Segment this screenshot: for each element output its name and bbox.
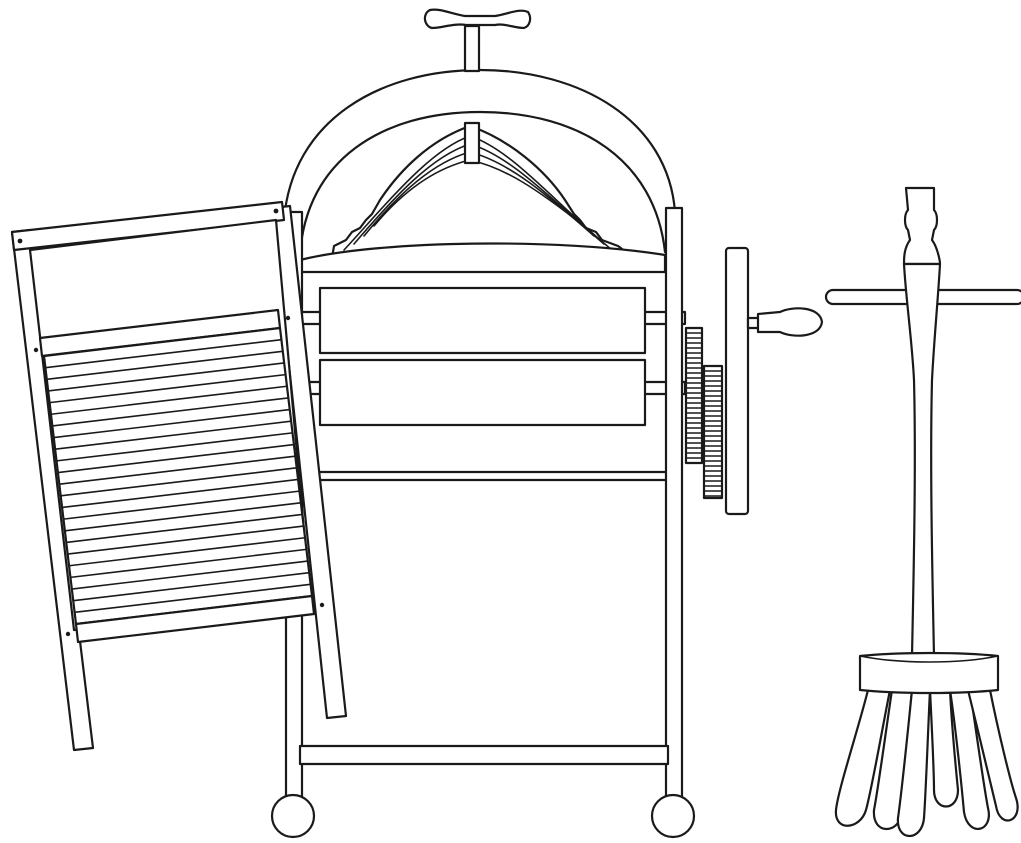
washboard-ridge — [59, 467, 298, 497]
washboard-ridge — [73, 583, 312, 614]
roller-bottom — [318, 358, 647, 427]
washboard-leg-right — [270, 204, 348, 720]
washboard-ridge — [44, 338, 283, 369]
washboard-ridge — [58, 455, 297, 485]
washboard-ridge — [72, 571, 311, 602]
dolly-knob — [902, 186, 942, 266]
washboard-ridge — [61, 478, 299, 509]
washboard-top-bar — [10, 200, 286, 252]
washboard-ridges — [44, 338, 312, 614]
dolly-shaft — [902, 262, 942, 658]
washboard-ridge — [45, 350, 284, 381]
dolly-legs — [834, 688, 1019, 837]
gear-large — [684, 326, 704, 465]
washboard-ridge — [52, 408, 291, 439]
washboard-ridge — [65, 513, 304, 544]
washboard-ridge — [54, 420, 292, 451]
mangle-lower-rail — [298, 744, 670, 766]
gear-small — [702, 364, 724, 500]
roller-top — [318, 286, 647, 355]
washboard-ridge — [68, 536, 306, 567]
mangle-crossbar — [298, 242, 667, 274]
washboard-ridge — [71, 560, 309, 590]
hand-wheel — [724, 246, 750, 516]
crank-handle — [756, 307, 824, 337]
washboard-ridge — [48, 373, 287, 404]
leaf-spring — [330, 121, 628, 260]
screw-shaft — [463, 24, 481, 73]
washboard-ridge — [69, 548, 308, 579]
washboard-ridge — [62, 490, 301, 520]
washboard — [10, 200, 348, 752]
wheel-right — [650, 793, 696, 839]
dolly-disc — [858, 651, 1000, 695]
mangle — [270, 8, 824, 839]
dolly-stick — [824, 186, 1021, 837]
washboard-ridge — [51, 397, 290, 427]
washboard-rubbing-surface — [42, 326, 314, 626]
wheel-left — [270, 793, 316, 839]
washboard-ridge — [55, 432, 294, 462]
washboard-ridge — [66, 525, 305, 555]
washboard-ridge — [50, 385, 288, 416]
screw-handle — [423, 8, 532, 30]
washboard-ridge — [57, 443, 295, 474]
washboard-bottom-bar — [74, 594, 316, 644]
washboard-ridge — [47, 362, 285, 392]
mangle-leg-right — [664, 206, 684, 804]
mangle-shelf — [298, 470, 672, 482]
washboard-ridge — [64, 501, 302, 532]
